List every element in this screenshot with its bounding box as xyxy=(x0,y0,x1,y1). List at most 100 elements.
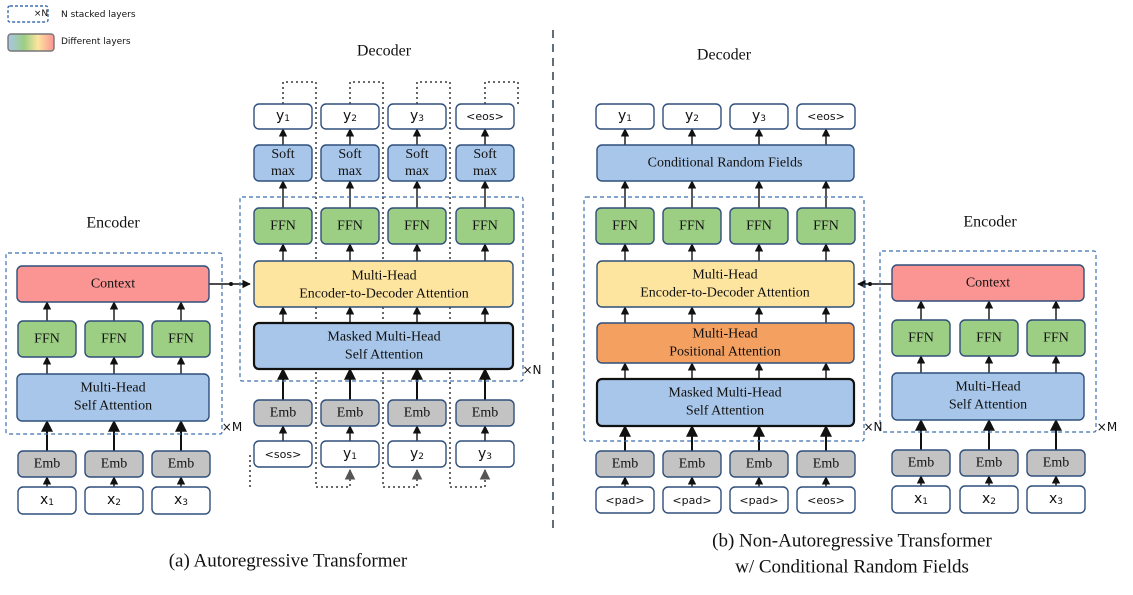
left-decoder-input-3 xyxy=(387,440,447,468)
right-masked-attn xyxy=(595,377,856,428)
right-decoder-emb-label-2: Emb xyxy=(679,457,705,472)
right-encoder-emb-3 xyxy=(1026,449,1086,477)
left-decoder-emb-label-3: Emb xyxy=(404,406,430,421)
left-decoder-ffn-label-4: FFN xyxy=(472,219,498,234)
left-decoder-output-label-3-main: y xyxy=(410,108,418,124)
legend-gradient-swatch xyxy=(7,33,55,52)
left-decoder-emb-label-2: Emb xyxy=(337,406,363,421)
right-decoder-emb-label-1: Emb xyxy=(612,457,638,472)
left-decoder-input-label-3-main: y xyxy=(410,446,418,462)
left-decoder-output-label-1-main: y xyxy=(276,108,284,124)
left-enc-dec-attn xyxy=(253,260,514,308)
left-decoder-ffn-1 xyxy=(253,207,313,245)
left-masked-attn xyxy=(252,321,515,371)
right-encoder-title: Encoder xyxy=(963,214,1017,231)
right-decoder-output-4 xyxy=(796,103,856,130)
right-decoder-output-label-4-main: <eos> xyxy=(807,110,845,123)
left-decoder-input-label-3-sub: 2 xyxy=(418,452,424,462)
left-encoder-ffn-1 xyxy=(17,320,77,358)
left-encoder-ffn-label-1: FFN xyxy=(34,332,60,347)
left-decoder-output-label-3-sub: 3 xyxy=(418,114,424,124)
right-decoder-input-label-1: <pad> xyxy=(605,494,644,507)
left-decoder-input-1 xyxy=(253,440,313,468)
left-enc-to-dec-dot xyxy=(229,282,233,286)
right-enc-dec-attn xyxy=(596,260,855,308)
left-enc-dec-attn-label-line2: Encoder-to-Decoder Attention xyxy=(299,287,469,302)
left-encoder-input-label-2-sub: 2 xyxy=(115,498,121,508)
left-encoder-input-label-1-main: x xyxy=(40,492,48,508)
left-masked-attn-label-line1: Masked Multi-Head xyxy=(327,330,440,345)
right-encoder-input-1 xyxy=(891,485,951,514)
right-decoder-input-2 xyxy=(662,486,722,514)
left-encoder-input-label-3-main: x xyxy=(174,492,182,508)
left-softmax-2 xyxy=(320,144,380,182)
right-pos-attn xyxy=(596,322,855,364)
right-encoder-emb-label-2: Emb xyxy=(976,456,1002,471)
left-decoder-ffn-label-3: FFN xyxy=(404,219,430,234)
right-decoder-input-label-4: <eos> xyxy=(807,494,845,507)
left-encoder-ffn-3 xyxy=(151,320,211,358)
right-decoder-input-3 xyxy=(729,486,789,514)
left-decoder-output-label-4-main: <eos> xyxy=(466,110,504,123)
right-decoder-ffn-label-3: FFN xyxy=(746,219,772,234)
left-softmax-4 xyxy=(455,144,515,182)
legend-stacked-marker: ×N xyxy=(34,9,48,19)
right-decoder-input-label-3: <pad> xyxy=(739,494,778,507)
left-decoder-input-label-2: y1 xyxy=(343,446,357,462)
right-caption-line2: w/ Conditional Random Fields xyxy=(735,557,969,578)
right-encoder-input-label-3: x3 xyxy=(1049,491,1063,507)
right-encoder-ffn-3 xyxy=(1026,319,1086,357)
left-decoder-output-label-2-sub: 2 xyxy=(351,114,357,124)
left-caption: (a) Autoregressive Transformer xyxy=(169,551,408,572)
left-decoder-emb-4 xyxy=(455,399,515,427)
right-encoder-ffn-label-3: FFN xyxy=(1043,331,1069,346)
right-masked-attn-label-line2: Self Attention xyxy=(686,404,764,419)
left-softmax-label-3-line2: max xyxy=(405,164,429,179)
right-decoder-input-label-3-main: <pad> xyxy=(739,494,778,507)
left-decoder-title: Decoder xyxy=(357,43,412,60)
left-decoder-input-label-3: y2 xyxy=(410,446,424,462)
left-encoder-emb-3 xyxy=(151,450,211,478)
right-decoder-ffn-4 xyxy=(796,207,856,245)
left-decoder-output-label-4: <eos> xyxy=(466,110,504,123)
legend-gradient-label: Different layers xyxy=(61,37,131,47)
right-decoder-output-3 xyxy=(729,103,789,130)
left-decoder-output-label-2-main: y xyxy=(343,108,351,124)
left-decoder-stack xyxy=(239,196,524,382)
right-caption-line1: (b) Non-Autoregressive Transformer xyxy=(712,531,992,552)
left-encoder-emb-label-2: Emb xyxy=(101,457,127,472)
right-enc-dec-attn-label-line1: Multi-Head xyxy=(692,268,757,283)
left-enc-dec-attn-label-line1: Multi-Head xyxy=(351,269,416,284)
left-encoder-input-label-1: x1 xyxy=(40,492,54,508)
right-decoder-input-1 xyxy=(595,486,655,514)
left-softmax-label-2-line2: max xyxy=(338,164,362,179)
right-decoder-output-label-3-sub: 3 xyxy=(760,114,766,124)
left-encoder-ffn-2 xyxy=(84,320,144,358)
left-encoder-input-label-3: x3 xyxy=(174,492,188,508)
right-decoder-ffn-label-1: FFN xyxy=(612,219,638,234)
left-decoder-ffn-2 xyxy=(320,207,380,245)
right-encoder-input-label-2: x2 xyxy=(982,491,996,507)
left-decoder-ffn-3 xyxy=(387,207,447,245)
left-decoder-input-label-1: <sos> xyxy=(265,448,302,461)
right-decoder-repeat: ×N xyxy=(863,420,882,434)
right-decoder-emb-1 xyxy=(595,450,655,478)
right-encoder-ffn-1 xyxy=(891,319,951,357)
right-decoder-stack xyxy=(583,196,865,442)
right-encoder-emb-1 xyxy=(891,449,951,477)
right-decoder-output-label-2: y2 xyxy=(685,108,699,124)
left-decoder-emb-2 xyxy=(320,399,380,427)
right-crf-label: Conditional Random Fields xyxy=(648,156,803,171)
left-decoder-ffn-label-2: FFN xyxy=(337,219,363,234)
left-decoder-input-2 xyxy=(320,440,380,468)
right-decoder-title: Decoder xyxy=(697,47,752,64)
left-softmax-label-1-line1: Soft xyxy=(271,147,294,162)
right-decoder-ffn-3 xyxy=(729,207,789,245)
right-decoder-input-label-4-main: <eos> xyxy=(807,494,845,507)
right-decoder-emb-3 xyxy=(729,450,789,478)
right-encoder-stack xyxy=(879,250,1097,433)
right-decoder-output-1 xyxy=(595,103,655,130)
right-decoder-emb-label-3: Emb xyxy=(746,457,772,472)
left-decoder-output-label-1-sub: 1 xyxy=(284,114,290,124)
